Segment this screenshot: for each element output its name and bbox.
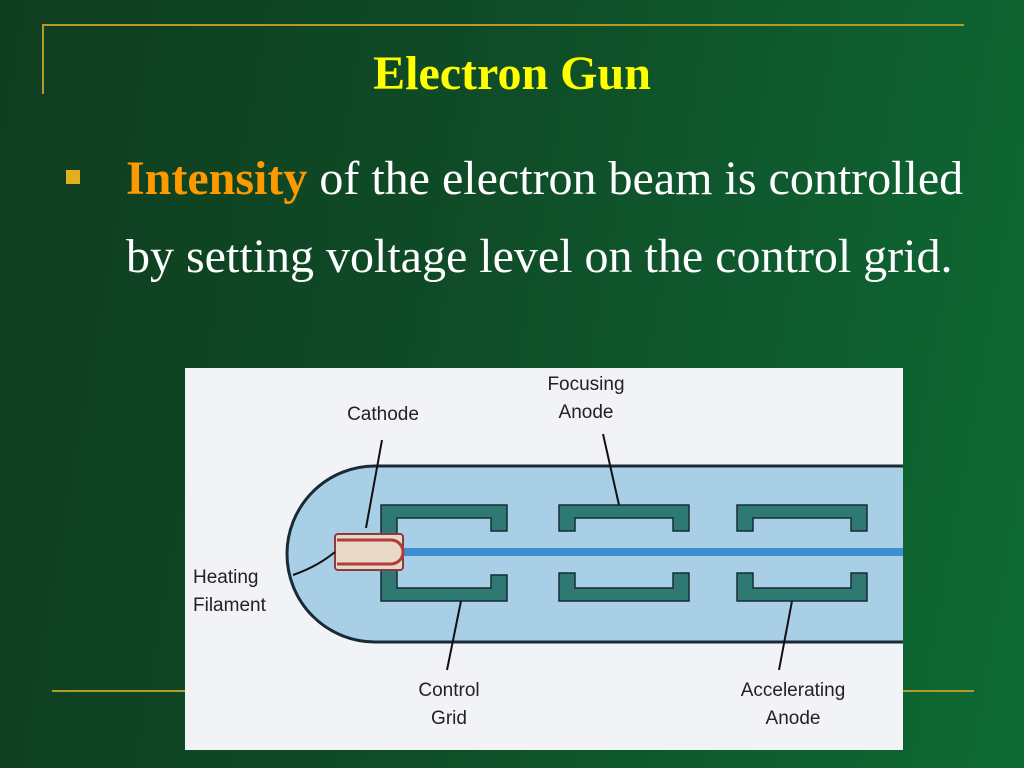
electron-gun-svg: Cathode Focusing Anode Heating Filament … [193,374,903,729]
focusing-anode-leader-line [602,433,620,506]
heating-filament-leader-line [292,551,336,576]
accelerating-anode-leader-line [778,600,793,671]
focusing-anode-lower [558,572,690,602]
heating-filament [337,538,405,566]
frame-top-line [42,24,964,26]
cathode-label: Cathode [347,404,419,425]
focusing-anode-upper [558,504,690,532]
control-grid-label-line1: Control [418,680,479,701]
accelerating-anode-label-line1: Accelerating [741,680,846,701]
control-grid-leader-line [446,600,462,671]
electron-beam [400,548,903,556]
frame-left-line [42,24,44,94]
bullet-square-icon [66,170,80,184]
slide-title: Electron Gun [373,47,651,100]
accelerating-anode-lower [736,572,868,602]
bullet-highlight: Intensity [126,152,308,205]
heating-filament-label-line2: Filament [193,595,267,616]
focusing-anode-label-line2: Anode [559,402,614,423]
electron-gun-diagram: Cathode Focusing Anode Heating Filament … [185,368,903,750]
control-grid-lower [380,562,508,602]
bullet-text: Intensity of the electron beam is contro… [126,140,1006,296]
heating-filament-label-line1: Heating [193,567,259,588]
accelerating-anode-label-line2: Anode [766,708,821,729]
focusing-anode-label-line1: Focusing [547,374,624,395]
bullet-body: of the electron beam is controlled by se… [126,152,964,283]
accelerating-anode-upper [736,504,868,532]
cathode-leader-line [365,439,383,529]
control-grid-label-line2: Grid [431,708,467,729]
